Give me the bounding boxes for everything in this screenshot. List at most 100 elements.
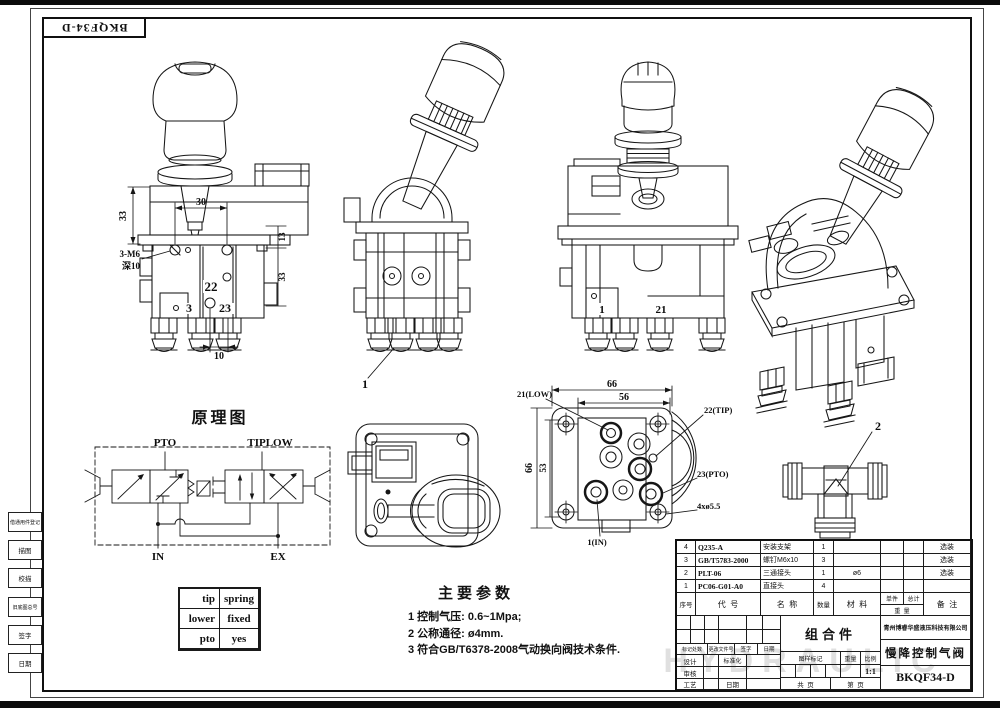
- view-side: 1 21: [557, 61, 739, 353]
- bom-no: 1: [677, 580, 696, 593]
- doc-number-strip: BKQF34-D: [42, 17, 146, 38]
- top-view-body: [347, 423, 501, 548]
- bom-qty: 3: [814, 554, 834, 567]
- dim-33-right: 33: [277, 272, 287, 282]
- view-tilted: 1: [343, 41, 505, 391]
- bom-code: PC06-G01-A0: [696, 580, 761, 593]
- callout-1: 1: [362, 377, 368, 391]
- dim-13: 13: [277, 232, 287, 242]
- dim-53: 53: [538, 463, 548, 473]
- function-table: tip spring lower fixed pto yes: [178, 587, 261, 651]
- front-body: [137, 163, 310, 353]
- margin-block-trace: 描图: [8, 540, 42, 560]
- tilted-body: [343, 177, 471, 353]
- bom-header-material: 材 料: [834, 593, 881, 616]
- parameter-item: 1 控制气压: 0.6~1Mpa;: [408, 611, 522, 623]
- bom-header-name: 名 称: [761, 593, 814, 616]
- tb-scale-label: 比例: [861, 652, 881, 665]
- tb-sheet: 第 页: [831, 678, 881, 690]
- func-val-pto: yes: [220, 629, 259, 649]
- thread-note-1: 3-M6: [120, 249, 141, 259]
- tb-weight: 重量: [841, 652, 861, 665]
- margin-block-check: 校描: [8, 568, 42, 588]
- dim-66-top: 66: [607, 379, 617, 390]
- tb-stamp: 图样标记: [781, 652, 841, 665]
- port-3: 3: [186, 301, 192, 315]
- tb-change: 更改文件号: [708, 644, 735, 655]
- tilted-knob: [402, 41, 505, 210]
- side-body: [557, 158, 739, 353]
- parameter-item: 2 公称通径: ø4mm.: [408, 627, 504, 640]
- dim-66-left: 66: [524, 463, 535, 473]
- bom-no: 3: [677, 554, 696, 567]
- func-key-tip: tip: [180, 589, 220, 609]
- iso-knob: [829, 86, 935, 245]
- bom-header-code: 代 号: [696, 593, 761, 616]
- front-dimensions: 33 30 13 33 10 22 3 23 3-M6 深10: [118, 186, 287, 362]
- callout-2: 2: [875, 419, 881, 433]
- top-edge-bar: [0, 0, 1000, 5]
- parameters-block: 主要参数 1 控制气压: 0.6~1Mpa; 2 公称通径: ø4mm. 3 符…: [408, 582, 680, 659]
- side-knob: [614, 61, 682, 210]
- sheet-outer-border: [30, 8, 984, 698]
- side-port-1: 1: [599, 304, 605, 316]
- bottom-view-dims: 66 56 66 53 21(LOW) 22(TIP) 23(PTO) 1(IN…: [517, 379, 733, 547]
- label-pto: PTO: [154, 437, 177, 449]
- bom-remark: 选装: [924, 554, 971, 567]
- label-tiplow: TIPLOW: [247, 437, 292, 449]
- bom-remark: [924, 580, 971, 593]
- port-23: 23: [219, 301, 231, 315]
- thread-note-2: 深10: [122, 260, 141, 271]
- schematic-symbols: [84, 446, 331, 549]
- bom-header-remark: 备 注: [924, 593, 971, 616]
- tb-standard: 标准化: [719, 655, 747, 667]
- tb-date2: 日期: [719, 679, 747, 690]
- bom-name: 螺钉M6x10: [761, 554, 814, 567]
- tb-design: 设计: [677, 655, 704, 667]
- func-key-lower: lower: [180, 609, 220, 629]
- margin-block-borrow: 借通用件登记: [8, 512, 42, 532]
- drawing-frame: [42, 17, 972, 692]
- bom-code: GB/T5783-2000: [696, 554, 761, 567]
- parameter-item: 3 符合GB/T6378-2008气动换向阀技术条件.: [408, 644, 621, 656]
- dim-56: 56: [619, 392, 629, 403]
- bom-qty: 1: [814, 541, 834, 554]
- bom-name: 三通接头: [761, 567, 814, 580]
- bom-remark: 选装: [924, 567, 971, 580]
- tb-product: 慢降控制气阀: [881, 640, 971, 666]
- tb-audit: 审核: [677, 667, 704, 679]
- bom-qty: 1: [814, 567, 834, 580]
- view-front: 33 30 13 33 10 22 3 23 3-M6 深10: [118, 61, 310, 362]
- tb-marks: 标记处数: [677, 644, 708, 655]
- bom-code: Q235-A: [696, 541, 761, 554]
- label-1-in: 1(IN): [587, 537, 607, 547]
- watermark: HYDRAULIC: [663, 642, 945, 680]
- bom-code: PLT-06: [696, 567, 761, 580]
- label-23-pto: 23(PTO): [697, 469, 729, 479]
- iso-lower: [755, 315, 895, 428]
- callout-1-leader: [367, 347, 395, 379]
- func-val-lower: fixed: [220, 609, 259, 629]
- bom-qty: 4: [814, 580, 834, 593]
- doc-number: BKQF34-D: [60, 21, 128, 35]
- label-in: IN: [152, 551, 164, 563]
- dim-33-left: 33: [118, 211, 129, 221]
- iso-body: [748, 198, 915, 339]
- port-22: 22: [205, 279, 218, 294]
- tb-process: 工艺: [677, 679, 704, 690]
- bottom-edge-bar: [0, 701, 1000, 708]
- func-key-pto: pto: [180, 629, 220, 649]
- tb-date: 日期: [758, 644, 781, 655]
- tb-company: 青州博睿华盛液压科技有限公司: [881, 616, 971, 640]
- label-22-tip: 22(TIP): [704, 405, 733, 415]
- bom-no: 4: [677, 541, 696, 554]
- bom-material: [834, 554, 881, 567]
- bom-remark: 选装: [924, 541, 971, 554]
- bom-header-unit: 单件: [881, 593, 904, 605]
- bom-header-qty: 数量: [814, 593, 834, 616]
- tb-sign: 签字: [735, 644, 758, 655]
- label-holes: 4xø5.5: [697, 501, 720, 511]
- bom-header-no: 序号: [677, 593, 696, 616]
- dim-30: 30: [196, 197, 206, 208]
